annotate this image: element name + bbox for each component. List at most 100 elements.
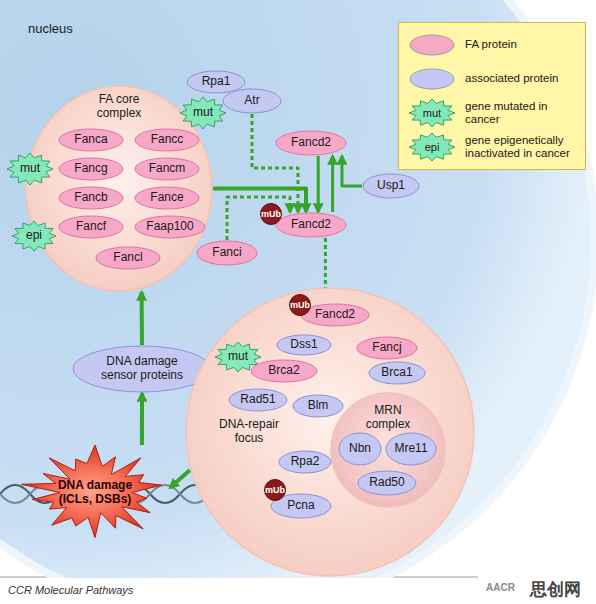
- node-label: nucleus: [28, 22, 108, 37]
- sensor-ellipse: DNA damage sensor proteins: [72, 345, 212, 393]
- protein-outline: [96, 247, 160, 269]
- node-label: Fancm: [149, 162, 186, 176]
- protein-outline: [251, 360, 317, 382]
- node-label: Rpa2: [291, 455, 320, 469]
- protein-outline: [59, 158, 123, 180]
- legend-sample: mut: [405, 99, 459, 127]
- protein-outline: [276, 213, 346, 237]
- legend-text: gene mutated in cancer: [465, 100, 577, 126]
- node-label: Rad51: [240, 393, 275, 407]
- protein-ellipse: Fancg: [58, 157, 124, 181]
- node-label: mut: [228, 350, 248, 364]
- ubiquitin-badge: mUb: [264, 479, 286, 501]
- protein-ellipse: Fanca: [58, 128, 124, 152]
- node-label: MRN complex: [356, 404, 420, 432]
- legend-swatch-ellipse: [410, 35, 454, 55]
- star-outline: [7, 153, 53, 185]
- protein-ellipse: Fance: [134, 186, 200, 210]
- logo-text: AACR: [486, 582, 515, 593]
- protein-ellipse: Fancj: [356, 336, 418, 360]
- region-outline: [186, 288, 474, 576]
- protein-ellipse: Nbn: [338, 432, 382, 466]
- protein-ellipse: Fancm: [134, 157, 200, 181]
- node-label: mut: [193, 106, 213, 120]
- legend-text: gene epigenetically inactivated in cance…: [465, 134, 577, 160]
- region-outline: [26, 86, 212, 291]
- protein-outline: [135, 216, 205, 238]
- node-label: Pcna: [287, 499, 314, 513]
- activation-arrow: [342, 156, 362, 186]
- dna-repair-focus: DNA-repair focusFancd2mUbmutDss1FancjBrc…: [185, 287, 475, 577]
- activation-arrow: [331, 156, 334, 212]
- node-label: Rad50: [369, 476, 404, 490]
- node-label: Nbn: [349, 442, 371, 456]
- node-label: mUb: [261, 209, 281, 219]
- protein-outline: [187, 71, 245, 93]
- protein-outline: [386, 433, 436, 465]
- protein-ellipse: Brca1: [368, 361, 426, 385]
- protein-outline: [293, 395, 343, 417]
- nucleus-outline: [0, 0, 595, 578]
- legend-row: mutgene mutated in cancer: [405, 99, 579, 127]
- node-label: Faap100: [146, 220, 193, 234]
- protein-ellipse: Fancf: [58, 215, 124, 239]
- burst-outline: [21, 445, 161, 538]
- node-label: DNA damage sensor proteins: [92, 355, 192, 383]
- epigenetic-star: epi: [12, 221, 56, 251]
- legend-row: FA protein: [405, 31, 579, 59]
- protein-ellipse: Atr: [222, 88, 282, 114]
- protein-ellipse: Rad50: [357, 470, 417, 496]
- node-label: Brca1: [381, 366, 412, 380]
- legend-text: FA protein: [465, 38, 577, 51]
- protein-outline: [277, 335, 331, 355]
- protein-ellipse: Mre11: [385, 432, 437, 466]
- legend-swatch: [405, 65, 459, 93]
- activation-arrow: [317, 156, 320, 212]
- protein-outline: [59, 216, 123, 238]
- activation-arrow: [170, 470, 190, 488]
- protein-outline: [135, 129, 199, 151]
- node-label: Fancc: [151, 133, 184, 147]
- ubiquitin-badge: mUb: [289, 294, 311, 316]
- protein-outline: [197, 241, 257, 265]
- dashed-arrow: [227, 197, 290, 240]
- node-label: Fancf: [76, 220, 106, 234]
- protein-outline: [135, 158, 199, 180]
- protein-outline: [339, 433, 381, 465]
- mutation-star: mut: [180, 97, 226, 129]
- node-label: epi: [26, 229, 42, 243]
- activation-arrow: [140, 292, 144, 345]
- node-label: Dss1: [290, 338, 317, 352]
- node-label: Fancj: [372, 341, 401, 355]
- fa-core-complex: FA core complexFanca FanccFancg FancmFancb…: [25, 85, 213, 292]
- node-label: Fancb: [74, 191, 107, 205]
- protein-outline: [369, 362, 425, 384]
- activation-arrow: [140, 393, 144, 445]
- node-label: FA core complex: [79, 93, 159, 121]
- node-label: Fance: [150, 191, 183, 205]
- protein-outline: [59, 129, 123, 151]
- protein-outline: [73, 346, 211, 392]
- node-label: Fancd2: [291, 218, 331, 232]
- badge-outline: [290, 295, 311, 316]
- node-label: mUb: [265, 485, 285, 495]
- caption: CCR Molecular Pathways: [8, 584, 133, 596]
- node-label: Fancd2: [291, 136, 331, 150]
- protein-outline: [276, 131, 346, 155]
- node-label: mut: [20, 162, 40, 176]
- star-outline: [180, 97, 226, 129]
- protein-ellipse: Fancb: [58, 186, 124, 210]
- badge-outline: [261, 204, 282, 225]
- region-outline: [331, 393, 445, 507]
- node-label: Atr: [244, 94, 259, 108]
- legend-swatch: [405, 31, 459, 59]
- legend-row: epigene epigenetically inactivated in ca…: [405, 133, 579, 161]
- protein-ellipse: Dss1: [276, 334, 332, 356]
- protein-ellipse: Fancc: [134, 128, 200, 152]
- node-label: Fancd2: [315, 308, 355, 322]
- protein-outline: [358, 471, 416, 495]
- legend-sample: [405, 65, 459, 93]
- protein-ellipse: Rpa2: [278, 450, 332, 474]
- protein-ellipse: Usp1: [362, 173, 420, 199]
- protein-outline: [229, 389, 287, 411]
